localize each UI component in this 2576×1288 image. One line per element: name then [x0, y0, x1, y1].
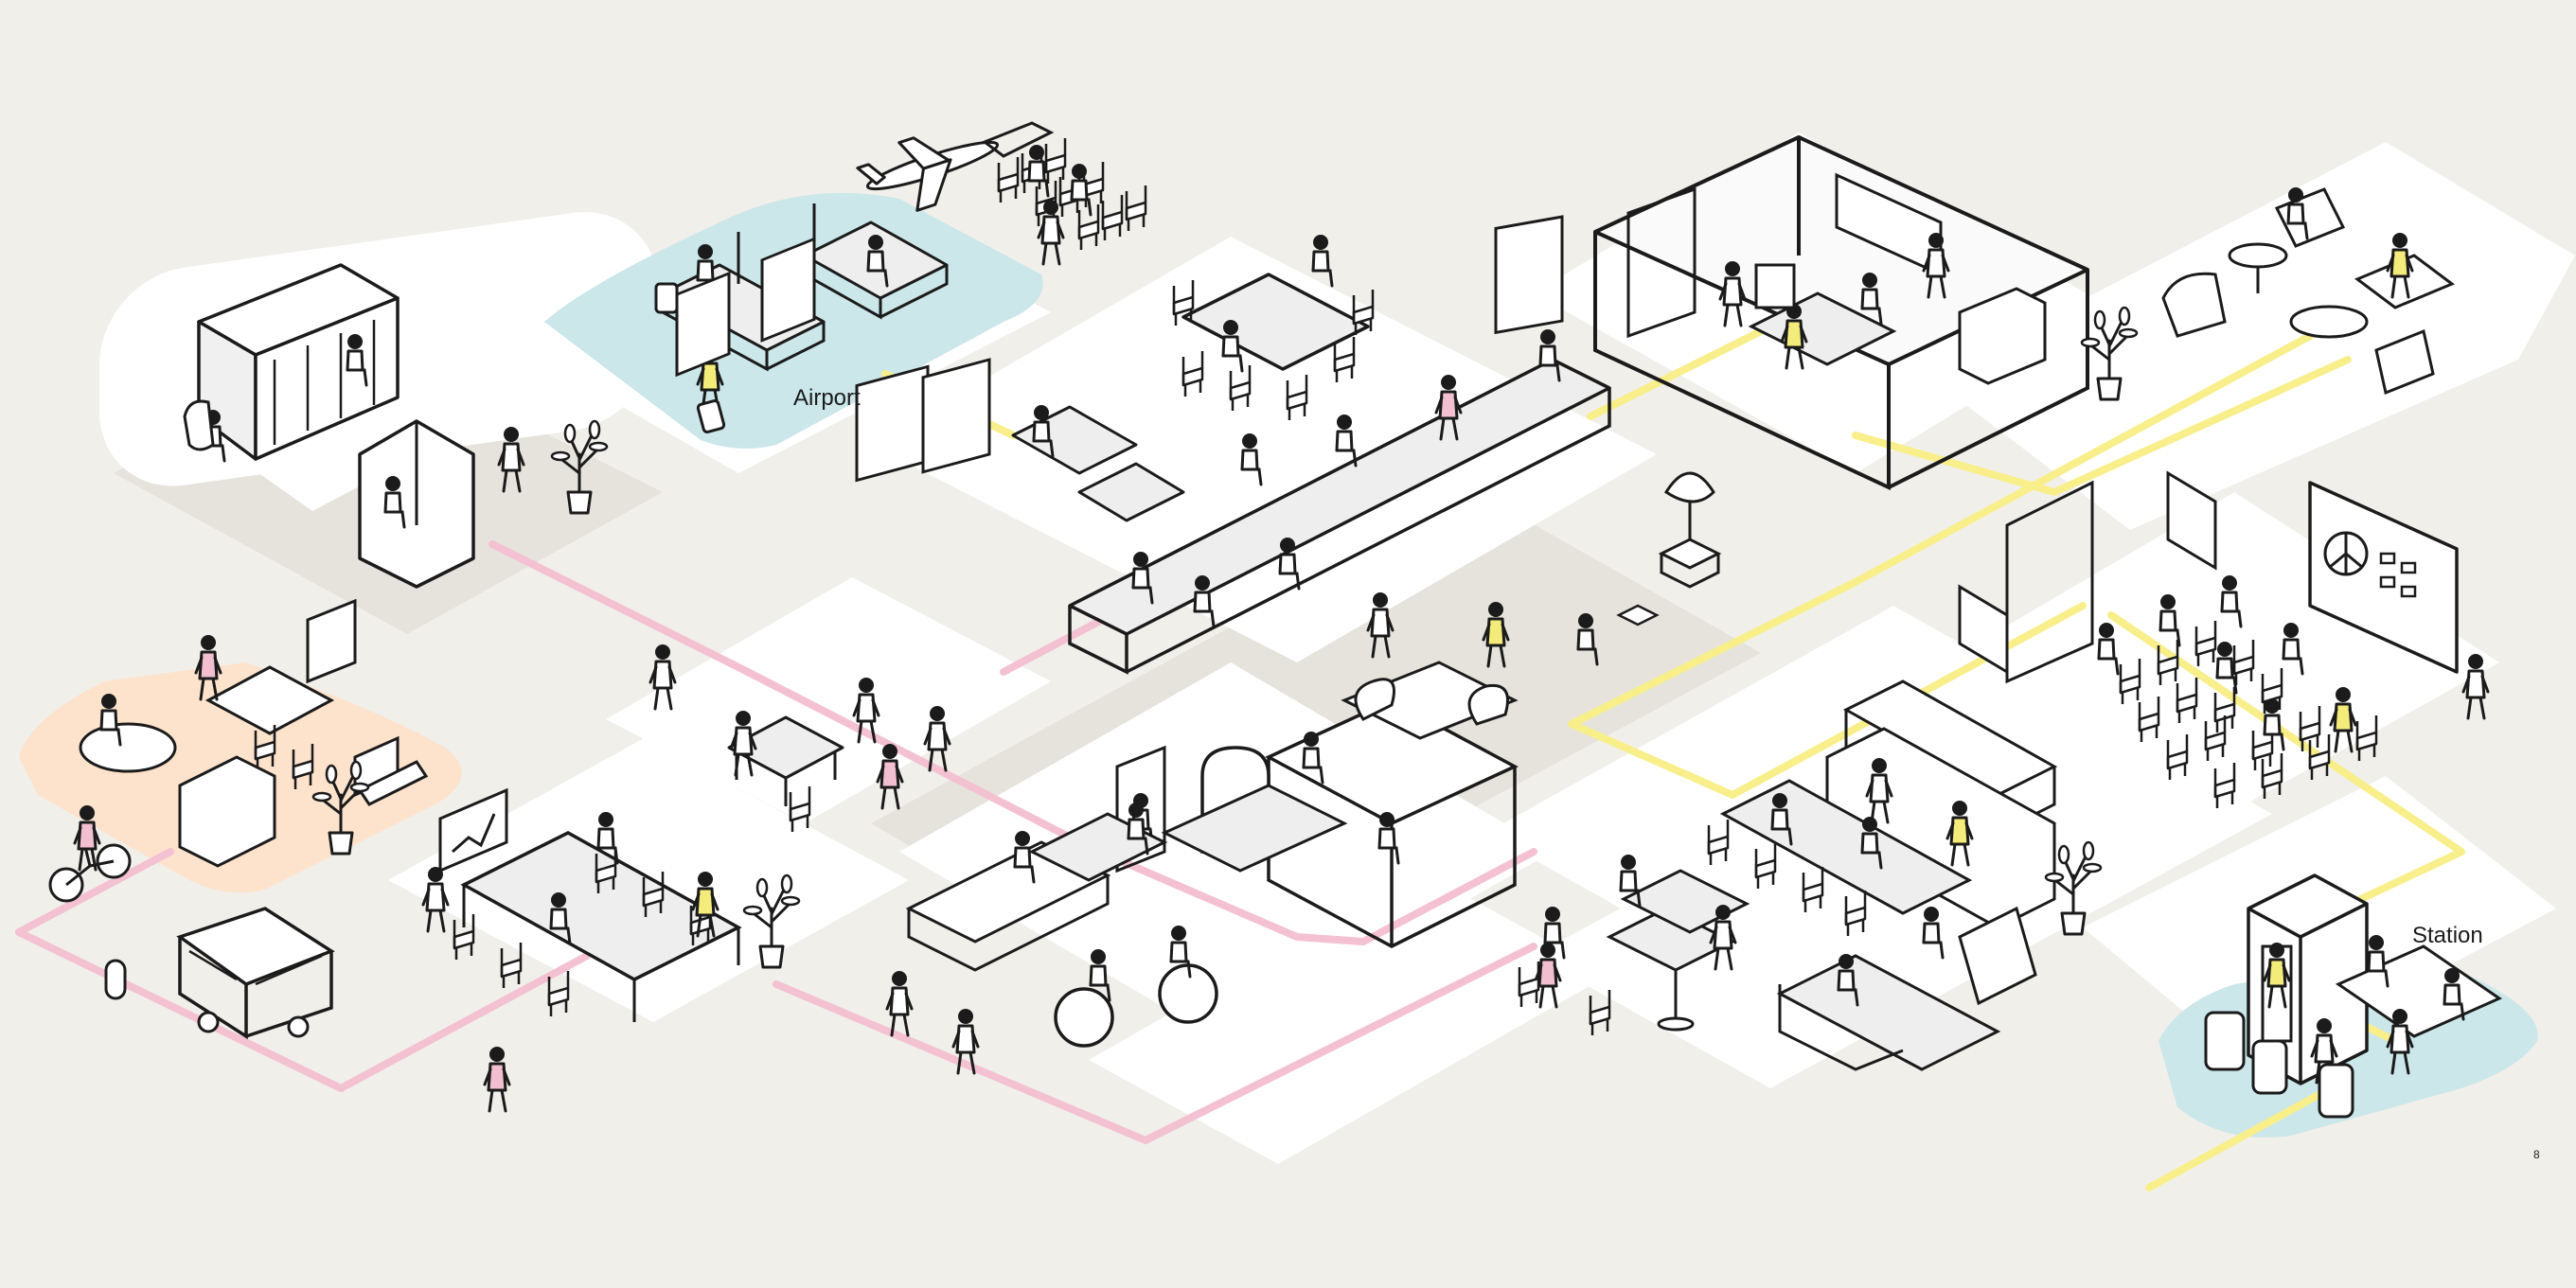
trend-chart-board-icon: [438, 787, 508, 873]
luggage-icon: [696, 399, 726, 433]
cafe-counter: [1707, 679, 2103, 1071]
central-lounge: [1011, 215, 1660, 675]
station-area: [2204, 873, 2503, 1119]
dining-tables: [1518, 853, 1750, 1037]
bus-icon: [176, 907, 335, 1040]
bicycle-icon: [48, 803, 132, 903]
lounge-armchairs: [2161, 185, 2455, 396]
glass-meeting-room: [1593, 135, 2089, 491]
page-number: 8: [2533, 1148, 2540, 1161]
phone-booth-icon: [183, 263, 525, 589]
central-stage: [885, 661, 1519, 1075]
airplane-icon: [856, 136, 1000, 212]
cabin-seats: [997, 136, 1147, 266]
trend-chart-meeting: [421, 787, 801, 1022]
plant-on-cube: [1658, 471, 1722, 589]
home-office: [79, 598, 429, 868]
pie-chart-board-icon: [2323, 531, 2417, 598]
whiteboard-zone: [648, 237, 991, 834]
airport-label: Airport: [793, 385, 861, 411]
presentation-area: [1958, 470, 2490, 810]
station-label: Station: [2412, 923, 2483, 948]
bus-stop-icon: [104, 959, 127, 1000]
walking-person: [483, 1045, 511, 1113]
